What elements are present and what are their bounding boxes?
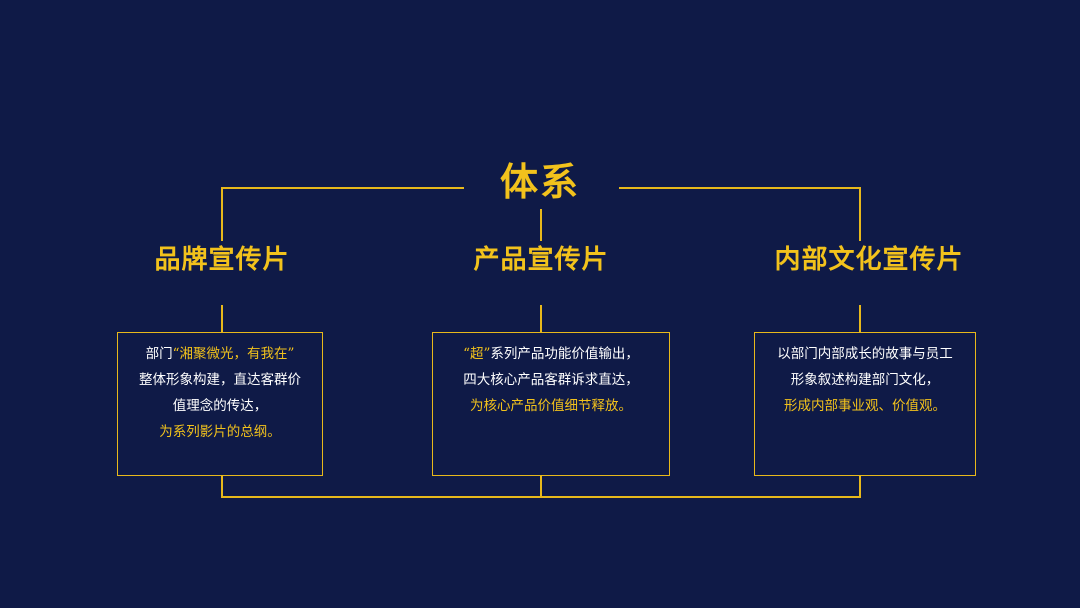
description-segment: 四大核心产品客群诉求直达， <box>463 372 639 388</box>
description-segment: 形象叙述构建部门文化， <box>790 372 940 388</box>
branch-description-line: 形成内部事业观、价值观。 <box>784 393 946 419</box>
branch-description-line: 整体形象构建，直达客群价 <box>139 367 301 393</box>
description-segment: 值理念的传达， <box>172 398 268 414</box>
description-segment: 为核心产品价值细节释放。 <box>470 398 632 414</box>
description-segment: “超” <box>463 346 491 362</box>
description-segment: 部门 <box>145 346 173 362</box>
description-segment: 为系列影片的总纲。 <box>159 424 281 440</box>
branch-description-line: 为核心产品价值细节释放。 <box>470 393 632 419</box>
branch-title-product: 产品宣传片 <box>473 245 609 275</box>
branch-box-brand: 部门“湘聚微光，有我在” 整体形象构建，直达客群价值理念的传达， 为系列影片的总纲。 <box>117 332 323 476</box>
description-segment: “湘聚微光，有我在” <box>172 346 295 362</box>
branch-description-line: 以部门内部成长的故事与员工 <box>777 341 953 367</box>
description-segment: 系列产品功能价值输出， <box>490 346 639 362</box>
branch-title-culture: 内部文化宣传片 <box>774 245 964 275</box>
branch-description-line: 形象叙述构建部门文化， <box>791 367 940 393</box>
description-segment: 以部门内部成长的故事与员工 <box>777 346 953 362</box>
branch-box-culture: 以部门内部成长的故事与员工形象叙述构建部门文化， 形成内部事业观、价值观。 <box>754 332 976 476</box>
branch-description-line: 为系列影片的总纲。 <box>159 419 281 445</box>
description-segment: 整体形象构建，直达客群价 <box>139 372 301 388</box>
branch-description-line: 四大核心产品客群诉求直达， <box>463 367 639 393</box>
description-segment: 形成内部事业观、价值观。 <box>784 398 946 414</box>
branch-description-line: “超”系列产品功能价值输出， <box>463 341 639 367</box>
branch-title-brand: 品牌宣传片 <box>154 245 290 275</box>
branch-box-product: “超”系列产品功能价值输出， 四大核心产品客群诉求直达， 为核心产品价值细节释放。 <box>432 332 670 476</box>
diagram-title: 体系 <box>499 159 580 204</box>
branch-description-line: 部门“湘聚微光，有我在” <box>146 341 295 367</box>
branch-description-line: 值理念的传达， <box>173 393 268 419</box>
